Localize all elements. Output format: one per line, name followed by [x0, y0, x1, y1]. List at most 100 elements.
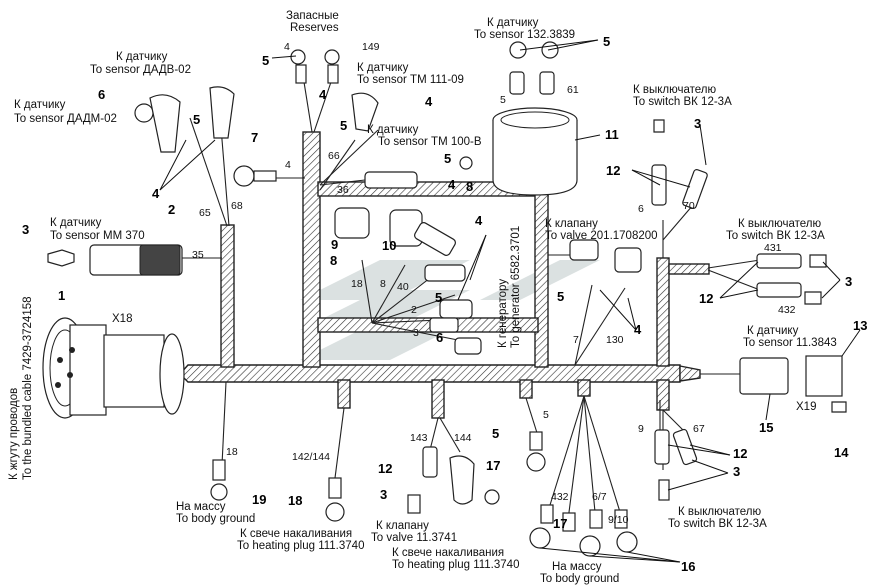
label-bundled-en: To the bundled cable 7429-3724158 — [22, 296, 34, 480]
label-sensor-dadv-en: To sensor ДАДВ-02 — [90, 64, 191, 76]
callout-3: 3 — [380, 487, 387, 502]
callout-13: 13 — [853, 318, 867, 333]
callout-12: 12 — [606, 163, 620, 178]
wire-number: 8 — [380, 278, 386, 290]
callout-3: 3 — [694, 116, 701, 131]
wire-number: 142/144 — [292, 451, 330, 463]
wire-number: 144 — [454, 432, 472, 444]
label-sensor-11-ru: К датчику — [747, 325, 799, 337]
wire-number: 70 — [683, 200, 695, 212]
wire-number: 36 — [337, 184, 349, 196]
label-sensor-tm100-en: To sensor ТМ 100-В — [378, 136, 482, 148]
callout-14: 14 — [834, 445, 849, 460]
label-sensor-dadm-ru: К датчику — [14, 99, 66, 111]
sensor-mm370 — [47, 244, 183, 276]
leader-lines — [159, 39, 861, 563]
wire-number: 67 — [693, 423, 705, 435]
label-x18: X18 — [112, 313, 132, 325]
label-heating-mid-en: To heating plug 111.3740 — [392, 559, 519, 571]
wire-number: 143 — [410, 432, 428, 444]
callout-6: 6 — [98, 87, 105, 102]
callout-12: 12 — [733, 446, 747, 461]
wire-number: 6/7 — [592, 491, 607, 503]
callout-10: 10 — [382, 238, 396, 253]
callout-5: 5 — [262, 53, 269, 68]
callout-4: 4 — [634, 322, 642, 337]
label-valve-11-en: To valve 11.3741 — [371, 532, 457, 544]
callout-3: 3 — [733, 464, 740, 479]
wire-number: 2 — [411, 304, 417, 316]
label-reserves-ru: Запасные — [286, 10, 339, 22]
label-x19: X19 — [796, 401, 816, 413]
label-sensor-132-ru: К датчику — [487, 17, 539, 29]
sensor-132 — [492, 41, 578, 196]
label-heating-left-ru: К свече накаливания — [240, 528, 352, 540]
label-ground-bottom-ru: На массу — [552, 561, 602, 573]
terminals — [134, 49, 847, 557]
callout-4: 4 — [475, 213, 483, 228]
callout-5: 5 — [603, 34, 610, 49]
label-sensor-132-en: To sensor 132.3839 — [474, 29, 575, 41]
label-generator-en: To generator 6582.3701 — [510, 226, 522, 348]
label-bundled-ru: К жгуту проводов — [8, 388, 20, 480]
wire-number: 7 — [573, 334, 579, 346]
wire-number: 68 — [231, 200, 243, 212]
wire-number: 5 — [500, 94, 506, 106]
callout-18: 18 — [288, 493, 302, 508]
callout-5: 5 — [444, 151, 451, 166]
callout-8: 8 — [330, 253, 337, 268]
callout-12: 12 — [699, 291, 713, 306]
callout-12: 12 — [378, 461, 392, 476]
wire-number: 130 — [606, 334, 624, 346]
wire-number: 149 — [362, 41, 380, 53]
label-heating-left-en: To heating plug 111.3740 — [237, 540, 364, 552]
label-sensor-11-en: To sensor 11.3843 — [743, 337, 837, 349]
label-valve-11-ru: К клапану — [376, 520, 429, 532]
wire-number: 432 — [551, 491, 569, 503]
label-heating-mid-ru: К свече накаливания — [392, 547, 504, 559]
wire-number: 6 — [638, 203, 644, 215]
label-ground-left-ru: На массу — [176, 501, 226, 513]
label-generator-ru: К генератору — [497, 279, 509, 348]
wire-number: 40 — [397, 281, 409, 293]
label-switch-bottom-ru: К выключателю — [678, 506, 762, 518]
wire-number: 432 — [778, 304, 796, 316]
callout-numbers: 1 2 3 4 5 6 7 5 4 5 4 5 4 8 9 8 10 4 5 6… — [22, 34, 867, 574]
label-valve-201-en: To valve 201.1708200 — [545, 230, 658, 242]
callout-15: 15 — [759, 420, 773, 435]
callout-8: 8 — [466, 179, 473, 194]
wire-number: 18 — [351, 278, 363, 290]
callout-3: 3 — [845, 274, 852, 289]
wire-numbers: 4 149 5 61 65 68 4 66 36 6 70 35 18 8 40… — [192, 41, 796, 526]
wire-number: 65 — [199, 207, 211, 219]
label-sensor-dadv-ru: К датчику — [116, 51, 168, 63]
callout-3: 3 — [22, 222, 29, 237]
label-switch-top-en: To switch ВК 12-3А — [633, 96, 732, 108]
wire-number: 3 — [413, 327, 419, 339]
label-sensor-mm370-ru: К датчику — [50, 217, 102, 229]
label-switch-mid-ru: К выключателю — [738, 218, 822, 230]
label-switch-mid-en: To switch ВК 12-3А — [726, 230, 825, 242]
callout-19: 19 — [252, 492, 266, 507]
callout-16: 16 — [681, 559, 695, 574]
wire-number: 5 — [543, 409, 549, 421]
label-sensor-dadm-en: To sensor ДАДМ-02 — [14, 113, 117, 125]
label-ground-bottom-en: To body ground — [540, 573, 619, 585]
harness-trunk — [179, 131, 710, 419]
wire-number: 4 — [285, 159, 291, 171]
callout-4: 4 — [448, 177, 456, 192]
label-valve-201-ru: К клапану — [545, 218, 598, 230]
callout-17: 17 — [553, 516, 567, 531]
connector-x18 — [42, 317, 185, 419]
callout-5: 5 — [435, 290, 442, 305]
wire-number: 9 — [638, 423, 644, 435]
label-ground-left-en: To body ground — [176, 513, 255, 525]
label-switch-top-ru: К выключателю — [633, 84, 717, 96]
callout-5: 5 — [193, 112, 200, 127]
label-switch-bottom-en: To switch ВК 12-3А — [668, 518, 767, 530]
callout-2: 2 — [168, 202, 175, 217]
wire-number: 18 — [226, 446, 238, 458]
wire-number: 66 — [328, 150, 340, 162]
callout-5: 5 — [340, 118, 347, 133]
